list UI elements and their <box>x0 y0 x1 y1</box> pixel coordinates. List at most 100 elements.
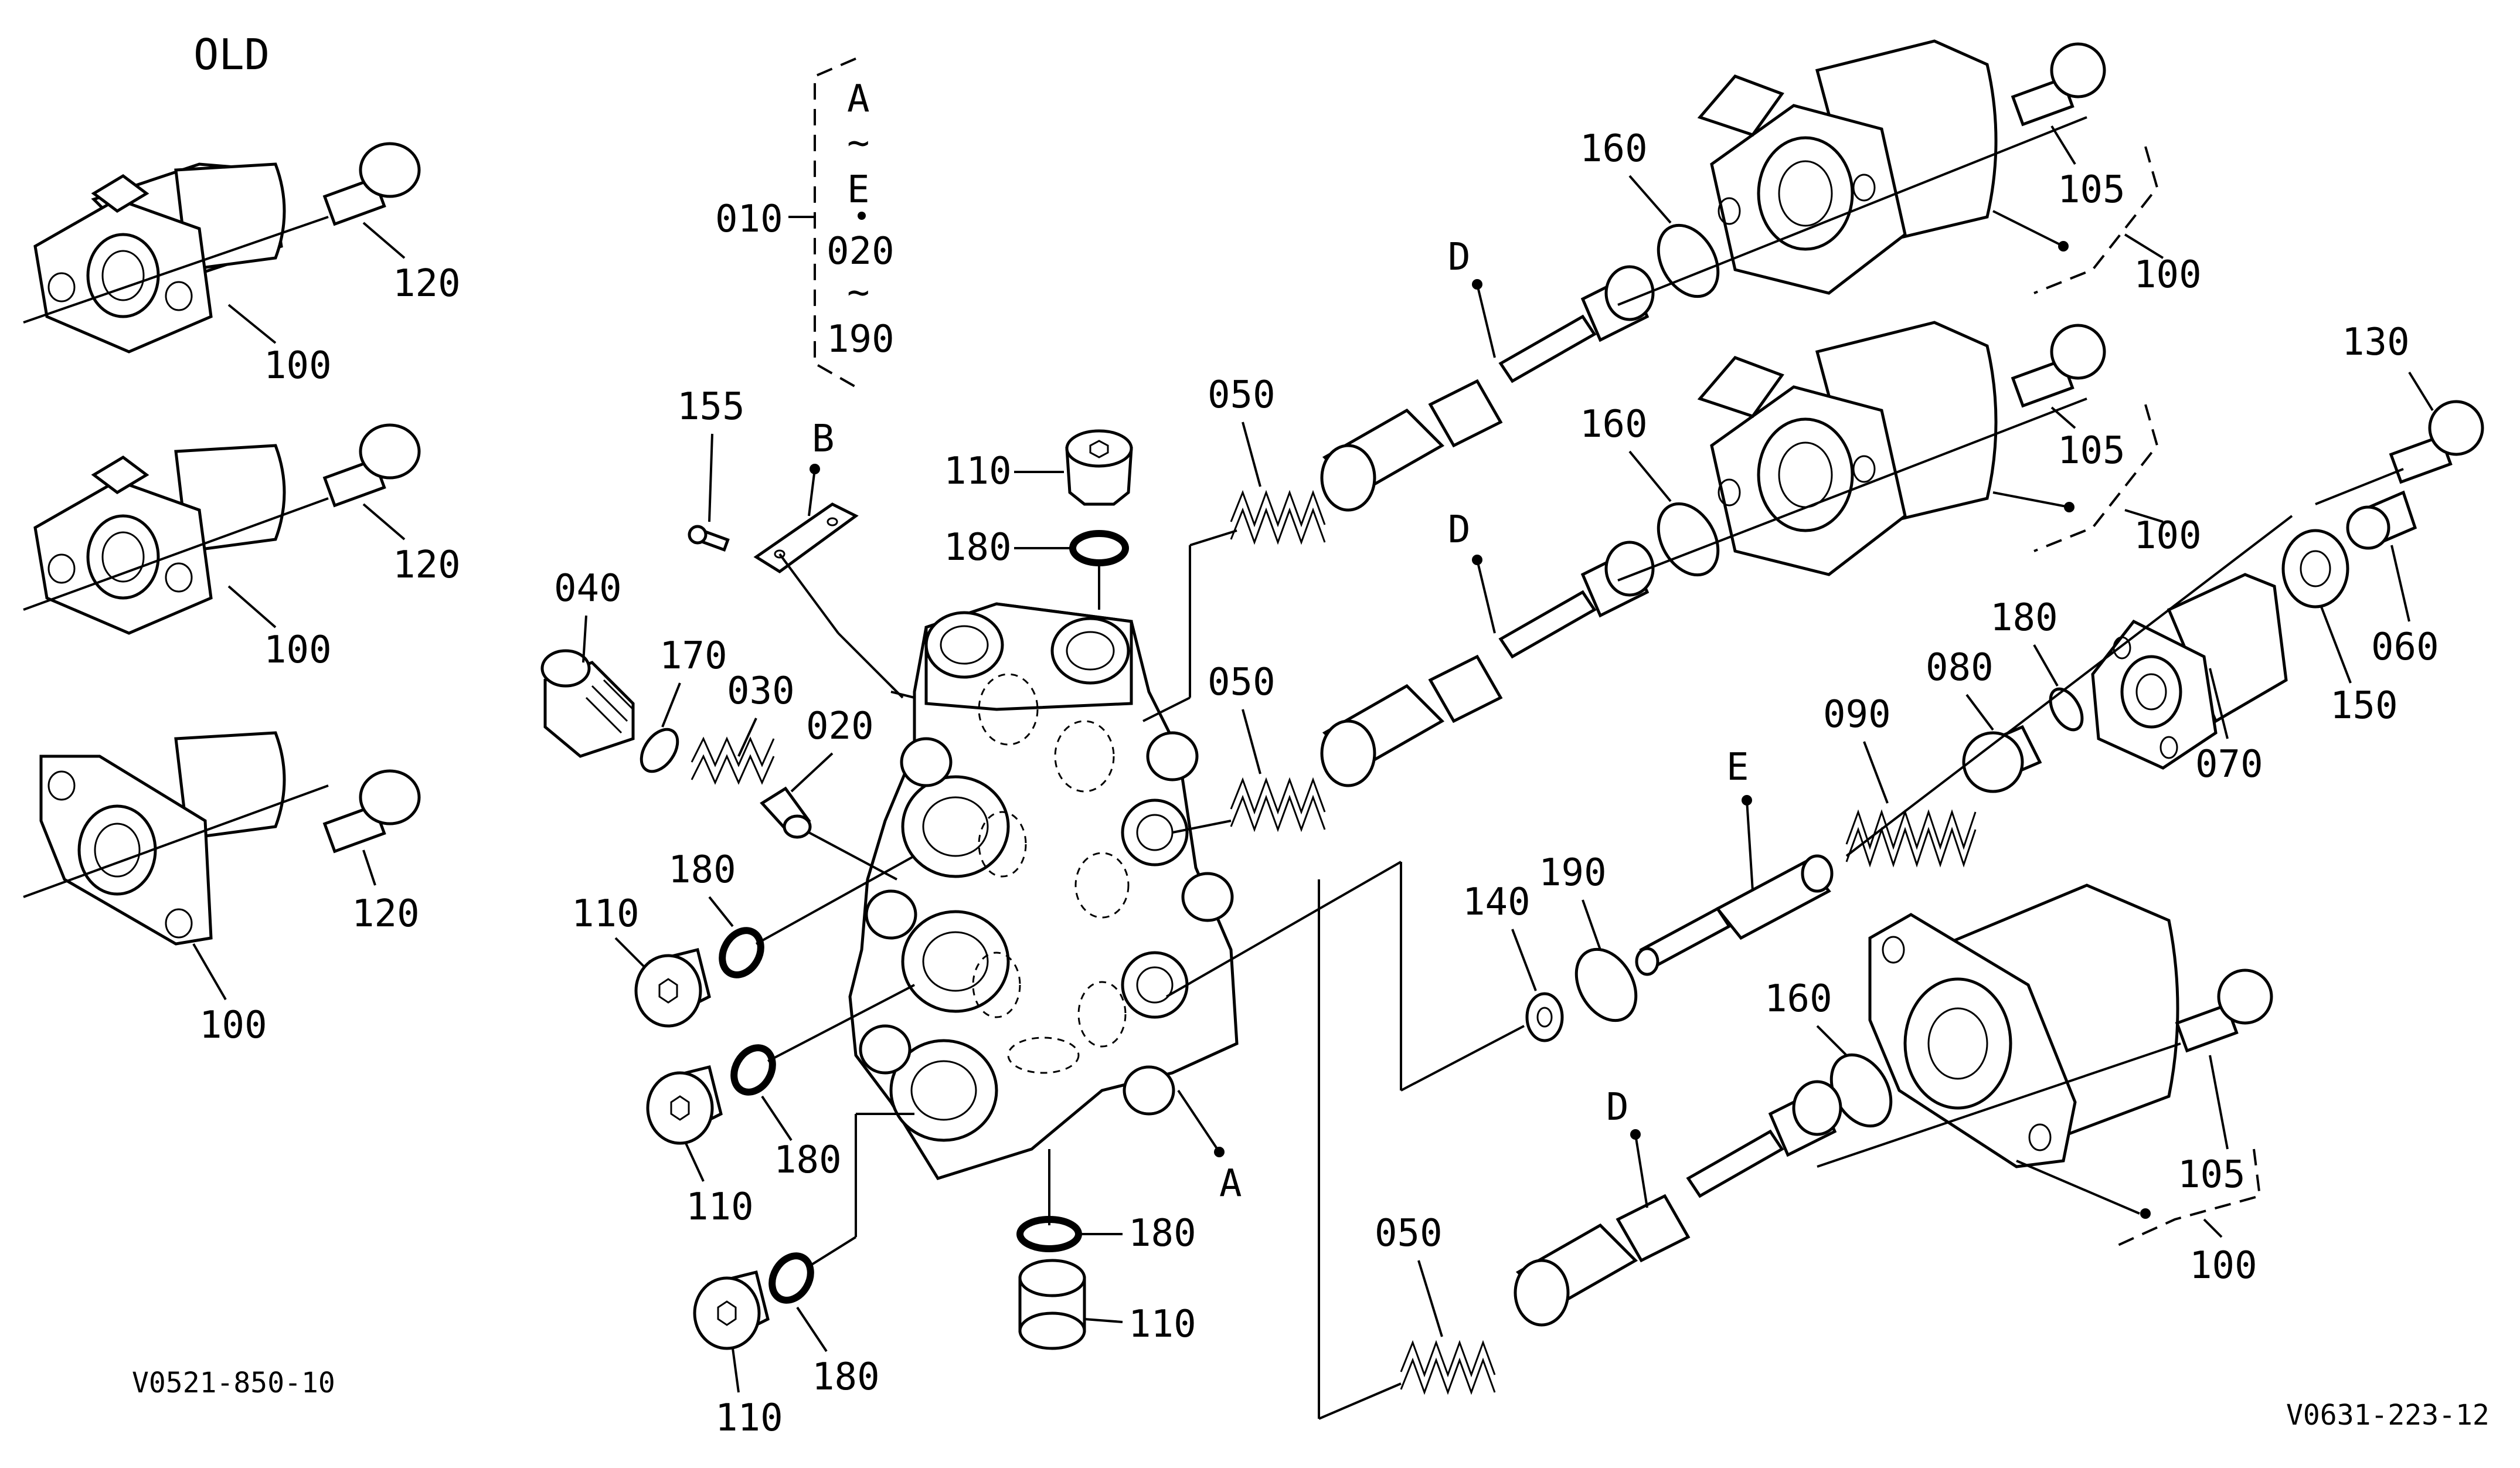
label-030: 030 <box>727 670 795 713</box>
plug-110-a <box>634 947 711 1028</box>
label-110-top: 110 <box>944 450 1012 493</box>
label-d-1: D <box>1448 236 1471 279</box>
old-bolt-3 <box>322 769 421 854</box>
label-100-1: 100 <box>2134 253 2202 297</box>
label-105-3: 105 <box>2178 1153 2246 1197</box>
spool-d-2 <box>1320 541 1655 787</box>
spring-030 <box>691 736 775 785</box>
label-100-2: 100 <box>2134 514 2202 558</box>
label-020: 020 <box>806 705 874 748</box>
label-d-3: D <box>1606 1086 1629 1129</box>
label-040: 040 <box>554 567 622 610</box>
label-d-2: D <box>1448 508 1471 552</box>
spool-d-3 <box>1514 1080 1842 1327</box>
label-180-r: 180 <box>1990 596 2058 640</box>
set-item-a: A <box>847 77 870 121</box>
o-ring-180-top <box>1069 530 1129 566</box>
label-a: A <box>1219 1162 1242 1205</box>
old-bolt-label-2: 120 <box>393 543 461 587</box>
label-b: B <box>812 417 835 461</box>
old-bolt-label-3: 120 <box>352 892 420 936</box>
o-ring-180-b <box>730 1044 776 1096</box>
o-ring-180-c <box>768 1252 814 1304</box>
old-solenoid-label-2: 100 <box>264 628 332 672</box>
bolt-105-1 <box>2011 42 2106 127</box>
plug-040 <box>540 649 635 758</box>
label-180-bottom: 180 <box>1128 1212 1196 1255</box>
label-130: 130 <box>2342 321 2410 364</box>
label-180-top: 180 <box>944 526 1012 569</box>
o-ring-180-a <box>719 927 764 978</box>
set-item-tilde-2: ~ <box>847 271 870 314</box>
bolt-105-3 <box>2175 969 2273 1053</box>
old-bolt-1 <box>322 142 421 226</box>
set-item-e: E <box>847 168 870 212</box>
solenoid-100-2 <box>1697 321 1998 576</box>
label-050-3: 050 <box>1375 1212 1443 1255</box>
solenoid-100-1 <box>1697 39 1998 295</box>
solenoid-100-3 <box>1868 883 2179 1168</box>
old-solenoid-2 <box>23 444 329 635</box>
label-140: 140 <box>1463 881 1531 924</box>
spring-050-3 <box>1400 1340 1496 1395</box>
label-110-bottom: 110 <box>1128 1303 1196 1346</box>
plug-110-b <box>646 1065 723 1145</box>
bolt-130 <box>2389 400 2484 484</box>
old-title: OLD <box>193 30 270 79</box>
label-070: 070 <box>2195 743 2263 786</box>
old-solenoid-3 <box>23 731 329 946</box>
solenoid-070 <box>2091 573 2288 770</box>
set-item-tilde-1: ~ <box>847 121 870 165</box>
spool-e <box>1635 854 1834 976</box>
plug-080 <box>1962 725 2042 793</box>
label-150: 150 <box>2330 684 2398 728</box>
label-160-3: 160 <box>1764 977 1832 1021</box>
plug-110-c <box>693 1270 770 1350</box>
label-160-2: 160 <box>1580 403 1648 446</box>
old-solenoid-1 <box>23 162 329 354</box>
label-050-2: 050 <box>1208 661 1276 704</box>
label-090: 090 <box>1823 693 1891 736</box>
o-ring-160-2 <box>1657 502 1720 577</box>
ref-left: V0521-850-10 <box>132 1367 335 1399</box>
plug-060 <box>2346 490 2417 550</box>
label-170: 170 <box>659 634 727 678</box>
label-e: E <box>1726 746 1749 789</box>
o-ring-190 <box>1574 947 1638 1022</box>
ref-right: V0631-223-12 <box>2286 1399 2490 1432</box>
o-ring-180-r <box>2049 687 2084 732</box>
spring-050-1 <box>1230 490 1326 545</box>
label-105-1: 105 <box>2058 168 2125 212</box>
label-080: 080 <box>1926 646 1994 689</box>
old-bolt-2 <box>322 423 421 508</box>
washer-140 <box>1525 992 1564 1042</box>
label-100-3: 100 <box>2189 1244 2257 1287</box>
valve-body <box>848 602 1239 1180</box>
plug-110-top <box>1065 429 1133 506</box>
old-bolt-label-1: 120 <box>393 262 461 305</box>
washer-150 <box>2281 529 2349 609</box>
plate-b <box>753 502 904 699</box>
label-160-1: 160 <box>1580 127 1648 171</box>
screw-155 <box>688 525 730 552</box>
label-110-a: 110 <box>572 892 640 936</box>
label-050-1: 050 <box>1208 373 1276 417</box>
o-ring-160-1 <box>1657 223 1720 298</box>
label-110-c: 110 <box>715 1396 783 1440</box>
label-060: 060 <box>2371 626 2439 669</box>
label-105-2: 105 <box>2058 429 2125 473</box>
set-item-020: 020 <box>827 230 895 273</box>
label-110-b: 110 <box>686 1185 754 1229</box>
spring-090 <box>1845 809 1977 868</box>
old-solenoid-label-1: 100 <box>264 344 332 388</box>
label-180-a: 180 <box>668 848 736 892</box>
bolt-105-2 <box>2011 324 2106 408</box>
old-solenoid-label-3: 100 <box>199 1004 267 1047</box>
label-190: 190 <box>1539 851 1607 895</box>
label-180-c: 180 <box>812 1355 880 1399</box>
plug-110-bottom <box>1018 1259 1086 1350</box>
pin-020 <box>760 786 812 839</box>
spool-d-1 <box>1320 265 1655 512</box>
set-group-label: 010 <box>715 198 783 241</box>
